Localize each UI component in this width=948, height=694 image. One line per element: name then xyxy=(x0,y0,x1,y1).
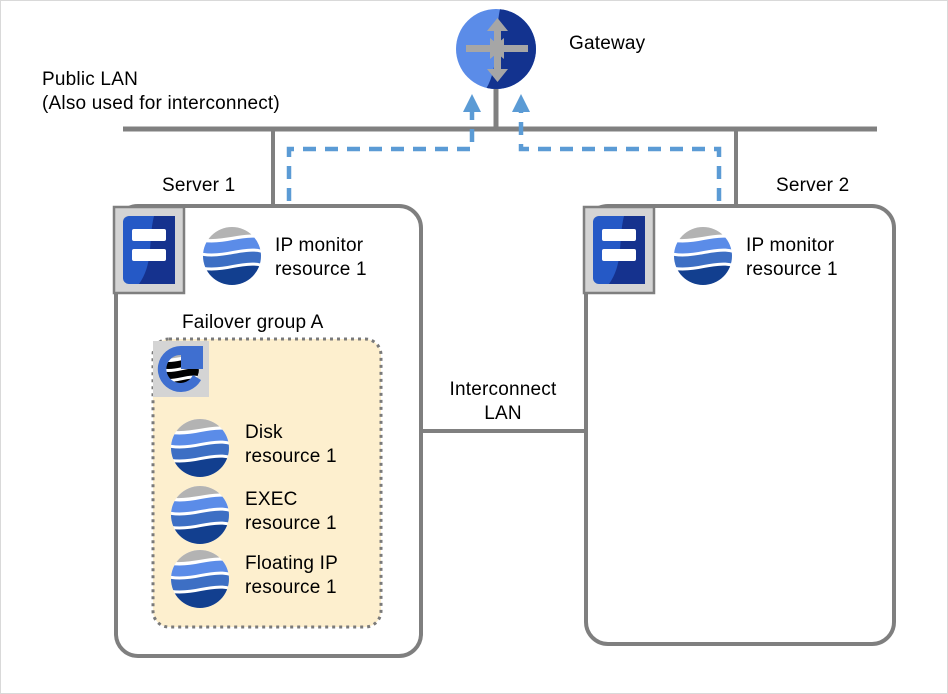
floating-ip-resource-label-line2: resource 1 xyxy=(245,577,337,598)
disk-resource-label-line1: Disk xyxy=(245,422,283,443)
public-lan-label-line1: Public LAN xyxy=(42,69,138,90)
interconnect-lan-label-line2: LAN xyxy=(484,403,522,424)
resource-sphere-icon-ipmon1 xyxy=(199,223,265,289)
server2-label: Server 2 xyxy=(776,175,850,196)
disk-resource-label-line2: resource 1 xyxy=(245,446,337,467)
resource-sphere-icon-ipmon2 xyxy=(670,223,736,289)
gateway-label: Gateway xyxy=(569,33,646,54)
interconnect-lan-label-line1: Interconnect xyxy=(449,379,557,400)
server1-box xyxy=(114,204,423,658)
ip-monitor-label-server1-line2: resource 1 xyxy=(275,259,367,280)
ip-monitor-path-server2 xyxy=(518,106,722,201)
failover-group-icon xyxy=(153,341,209,397)
router-icon xyxy=(456,9,536,89)
floating-ip-resource-label-line1: Floating IP xyxy=(245,553,339,574)
failover-group-label: Failover group A xyxy=(182,312,324,333)
ip-monitor-label-server2-line1: IP monitor xyxy=(746,235,835,256)
ip-monitor-arrow-server1 xyxy=(463,94,481,112)
server2-box xyxy=(584,204,896,646)
exec-resource-label-line1: EXEC xyxy=(245,489,298,510)
ip-monitor-label-server1-line1: IP monitor xyxy=(275,235,364,256)
ip-monitor-label-server2-line2: resource 1 xyxy=(746,259,838,280)
server-icon-server1 xyxy=(112,205,186,295)
ip-monitor-path-server1 xyxy=(286,106,475,201)
ip-monitor-arrow-server2 xyxy=(512,94,530,112)
server1-label: Server 1 xyxy=(162,175,236,196)
server-icon-server2 xyxy=(582,205,656,295)
exec-resource-label-line2: resource 1 xyxy=(245,513,337,534)
public-lan-label-line2: (Also used for interconnect) xyxy=(42,93,280,114)
